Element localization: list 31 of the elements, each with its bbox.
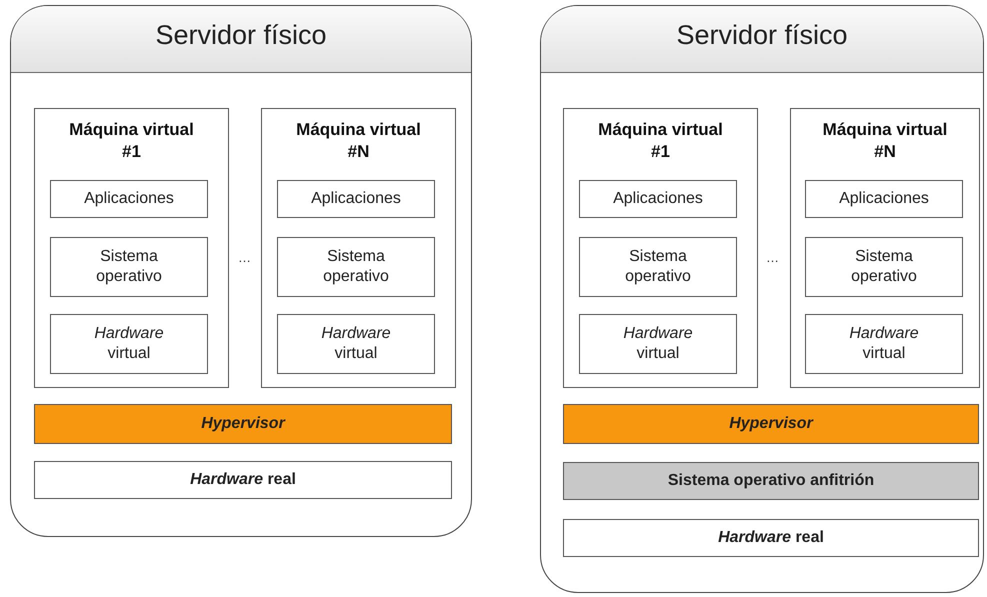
vm-title: Máquina virtual #N [295,119,422,163]
virtual-machine-panel [261,108,456,388]
hypervisor-layer: Hypervisor [563,404,979,444]
vm-title: Máquina virtual #N [822,119,948,163]
host-os-layer: Sistema operativo anfitrión [563,462,979,500]
software-layer: Aplicaciones [579,180,737,218]
software-layer: Sistema operativo [50,237,208,297]
panel-title: Servidor físico [154,20,328,51]
virtual-machine-panel [34,108,229,388]
hardware-layer: Hardware real [34,461,452,499]
software-layer: Sistema operativo [579,237,737,297]
software-layer: Aplicaciones [805,180,963,218]
software-layer: Hardware virtual [805,314,963,374]
software-layer: Sistema operativo [805,237,963,297]
hypervisor-layer: Hypervisor [34,404,452,444]
virtual-machine-panel [563,108,758,388]
panel-title: Servidor físico [675,20,849,51]
software-layer: Hardware virtual [277,314,435,374]
vm-title: Máquina virtual #1 [597,119,724,163]
hardware-layer: Hardware real [563,519,979,557]
ellipsis-mark: … [766,250,779,265]
ellipsis-mark: … [238,250,251,265]
server-panel [10,5,472,537]
software-layer: Aplicaciones [50,180,208,218]
server-panel [540,5,984,593]
software-layer: Hardware virtual [579,314,737,374]
vm-title: Máquina virtual #1 [68,119,195,163]
software-layer: Sistema operativo [277,237,435,297]
software-layer: Hardware virtual [50,314,208,374]
software-layer: Aplicaciones [277,180,435,218]
virtual-machine-panel [790,108,980,388]
